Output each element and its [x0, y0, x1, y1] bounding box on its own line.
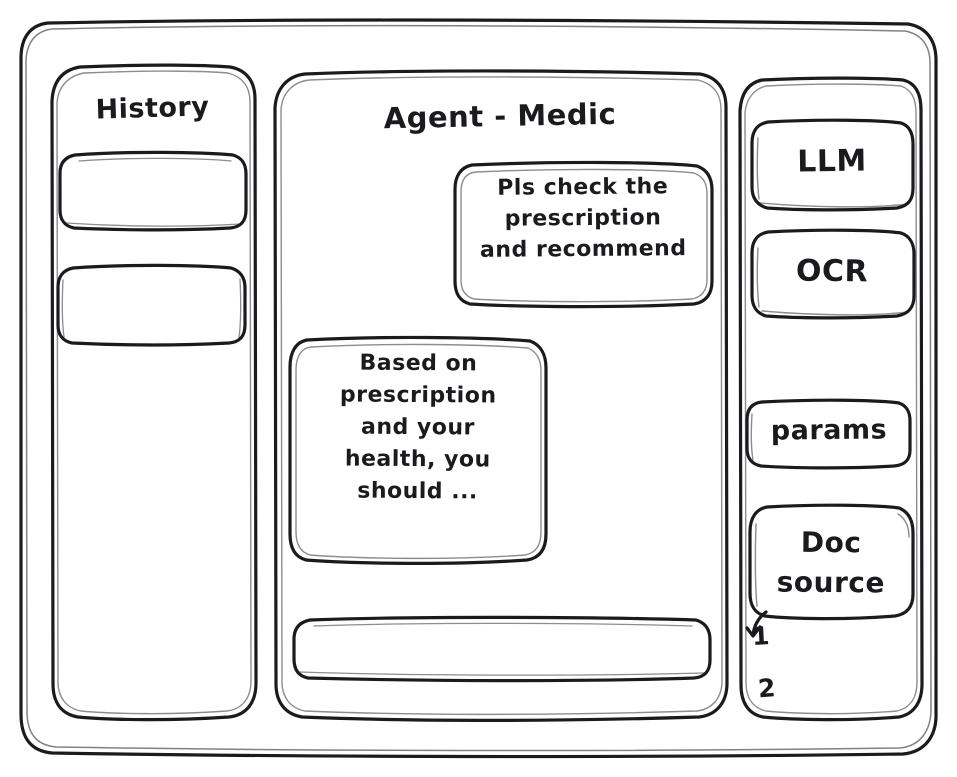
composer-input[interactable]: [293, 616, 711, 680]
history-item-1[interactable]: [59, 151, 247, 231]
history-item-2[interactable]: [57, 264, 246, 345]
tool-chip-params[interactable]: [746, 399, 911, 468]
tool-chip-ocr[interactable]: [751, 229, 915, 318]
tool-chip-doc-source[interactable]: [749, 504, 914, 618]
user-message-bubble[interactable]: [454, 161, 713, 307]
tool-chip-llm[interactable]: [751, 119, 914, 210]
agent-message-bubble[interactable]: [289, 336, 547, 565]
